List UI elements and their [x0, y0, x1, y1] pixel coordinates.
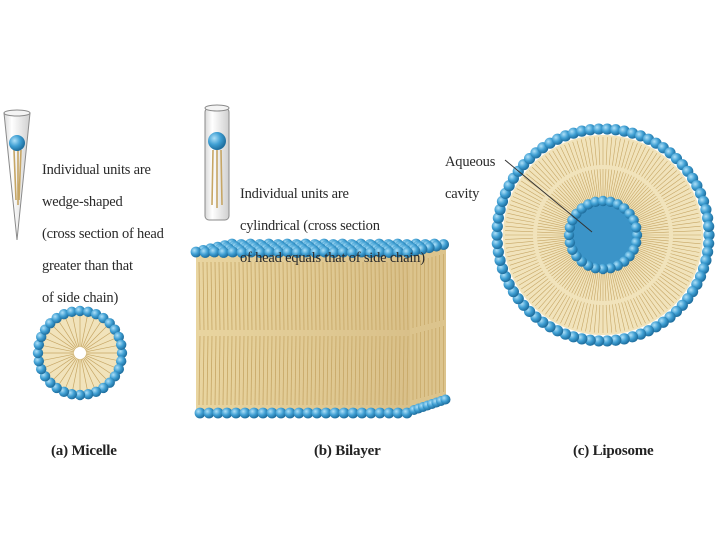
micelle-caption: (a) Micelle [51, 443, 117, 460]
lipid-head [441, 395, 451, 405]
liposome-drawing [491, 123, 714, 346]
lipid-head [227, 247, 238, 258]
lipid-head [209, 247, 220, 258]
bilayer-caption: (b) Bilayer [314, 443, 381, 460]
lipid-head [218, 247, 229, 258]
lipid-head [116, 340, 126, 350]
bilayer-description: Individual units are cylindrical (cross … [240, 170, 440, 282]
aqueous-cavity-label: Aqueous cavity [445, 138, 515, 218]
lipid-head [200, 247, 211, 258]
lipid-head [191, 247, 202, 258]
liposome-caption: (c) Liposome [573, 443, 654, 460]
cylinder-unit-icon [205, 105, 229, 220]
wedge-unit-icon [4, 110, 30, 240]
lipid-head [631, 222, 641, 232]
lipid-head [703, 221, 714, 232]
micelle-description: Individual units are wedge-shaped (cross… [42, 146, 192, 322]
